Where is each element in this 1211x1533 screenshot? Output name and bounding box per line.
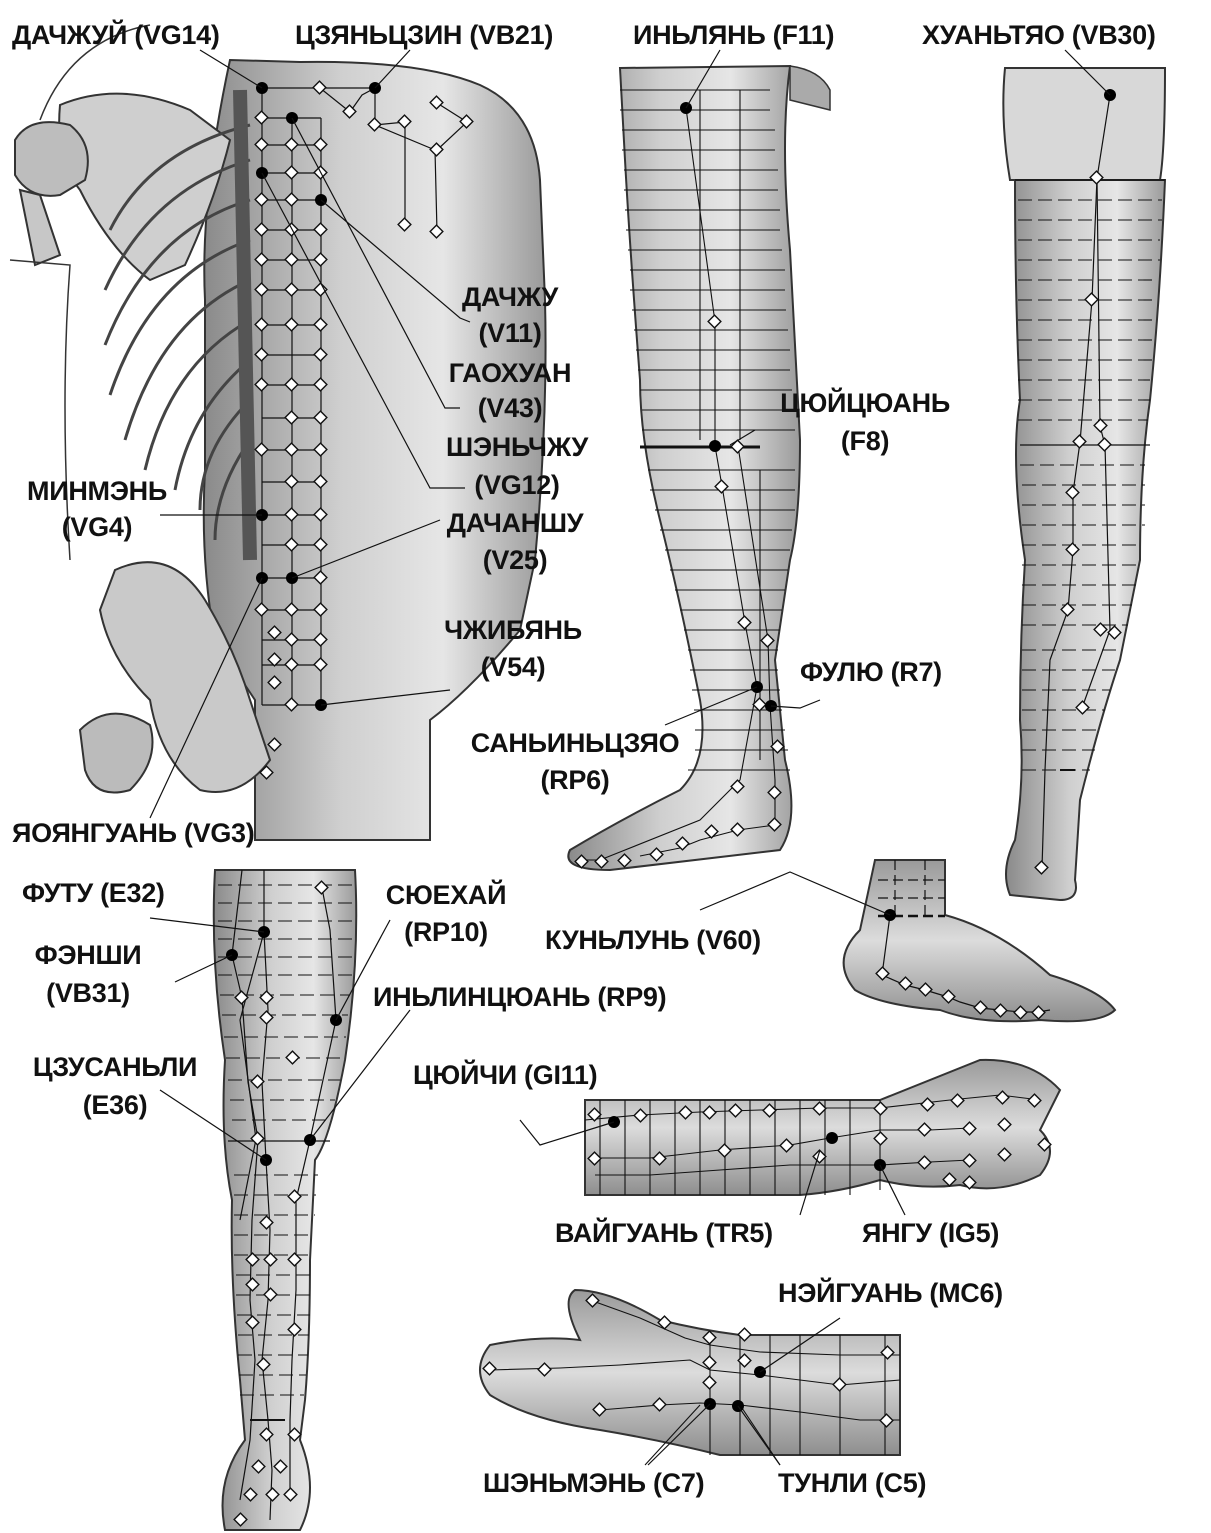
label-sanyinjiao-name: САНЬИНЬЦЗЯО [471, 728, 680, 758]
label-fuliu: ФУЛЮ (R7) [800, 657, 942, 687]
label-zusanli-code: (E36) [83, 1090, 148, 1120]
label-jianjing: ЦЗЯНЬЦЗИН (VB21) [295, 20, 553, 50]
femur-head [80, 714, 153, 793]
arm-top [585, 1060, 1060, 1195]
label-fengshi-name: ФЭНШИ [35, 940, 142, 970]
arm-bone [20, 190, 60, 265]
side-thigh-shadow [790, 66, 830, 110]
label-xuehai-code: (RP10) [404, 917, 488, 947]
label-neiguan: НЭЙГУАНЬ (MC6) [778, 1278, 1003, 1308]
buttock [1003, 68, 1165, 180]
label-zusanli-name: ЦЗУСАНЬЛИ [33, 1052, 197, 1082]
label-mingmen-code: (VG4) [62, 512, 133, 542]
label-sanyinjiao-code: (RP6) [540, 765, 609, 795]
spine [240, 90, 250, 560]
label-mingmen-name: МИНМЭНЬ [27, 476, 167, 506]
label-ququan-name: ЦЮЙЦЮАНЬ [780, 388, 950, 418]
label-huantiao: ХУАНЬТЯО (VB30) [922, 20, 1156, 50]
label-zhibian-code: (V54) [481, 652, 546, 682]
back-leg-shape [1006, 180, 1165, 900]
label-yanggu: ЯНГУ (IG5) [862, 1218, 999, 1248]
label-dazhui: ДАЧЖУЙ (VG14) [12, 20, 220, 50]
label-fengshi-code: (VB31) [46, 978, 130, 1008]
label-xuehai-name: СЮЕХАЙ [386, 880, 506, 910]
label-futu: ФУТУ (E32) [22, 878, 165, 908]
label-yinlian: ИНЬЛЯНЬ (F11) [633, 20, 834, 50]
label-dachangshu-code: (V25) [483, 545, 548, 575]
label-yaoyangguan: ЯОЯНГУАНЬ (VG3) [12, 818, 254, 848]
label-quchi: ЦЮЙЧИ (GI11) [413, 1060, 597, 1090]
label-shenzhu-name: ШЭНЬЧЖУ [446, 432, 588, 462]
label-zhibian-name: ЧЖИБЯНЬ [444, 615, 582, 645]
label-shenzhu-code: (VG12) [474, 470, 559, 500]
label-yinlingquan: ИНЬЛИНЦЮАНЬ (RP9) [373, 982, 666, 1012]
label-tongli: ТУНЛИ (C5) [778, 1468, 926, 1498]
label-gaohuang-code: (V43) [478, 393, 543, 423]
label-kunlun: КУНЬЛУНЬ (V60) [545, 925, 761, 955]
back-leg [1003, 68, 1165, 900]
label-gaohuang-name: ГАОХУАН [449, 358, 571, 388]
label-dachangshu-name: ДАЧАНШУ [447, 508, 583, 538]
humerus-head [15, 122, 88, 196]
label-dazhu-code: (V11) [478, 318, 541, 348]
label-dazhu-name: ДАЧЖУ [462, 282, 558, 312]
label-waiguan: ВАЙГУАНЬ (TR5) [555, 1218, 773, 1248]
arm-bottom [480, 1290, 900, 1465]
label-ququan-code: (F8) [841, 426, 889, 456]
label-shenmen: ШЭНЬМЭНЬ (C7) [483, 1468, 704, 1498]
